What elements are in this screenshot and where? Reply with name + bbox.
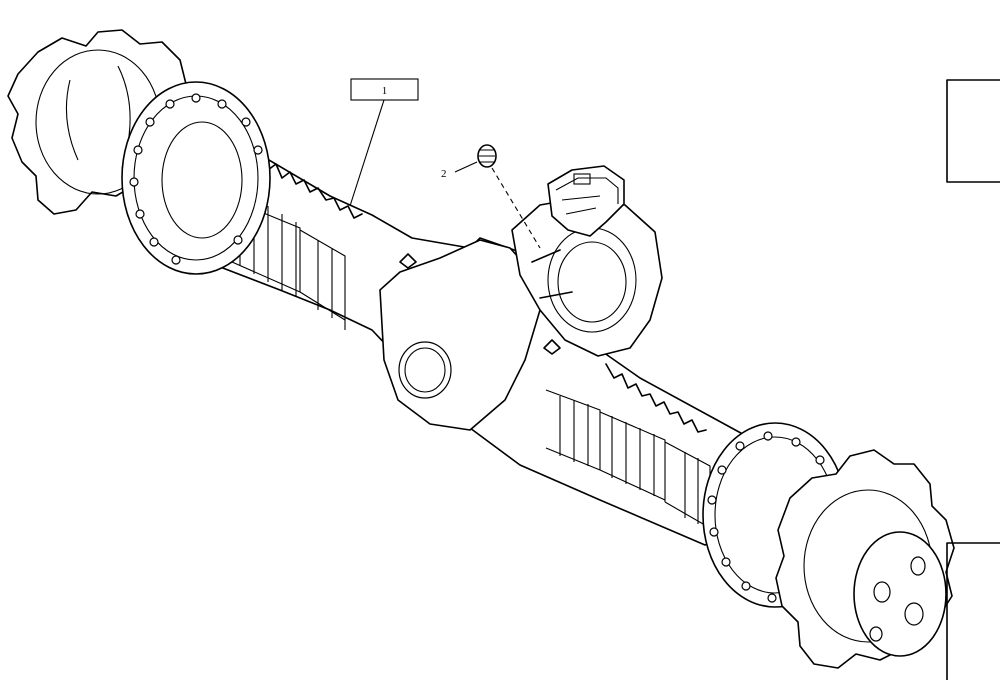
callout-2-leader [454,161,478,173]
callout-1-box [350,78,419,101]
right-wheel-hub [702,422,955,669]
differential-housing [379,239,541,431]
callout-2: 2 [441,144,541,249]
frame-box-bottom [946,542,1000,680]
callout-1-leader [349,99,385,207]
left-wheel-hub [7,29,271,275]
sensor-connector [547,165,625,237]
frame-box-top [946,79,1000,183]
callout-1: 1 [349,78,419,207]
fitting-icon [477,144,497,168]
callout-1-label: 1 [382,85,388,97]
fitting-dashed-leader [491,167,541,249]
callout-2-label: 2 [441,168,447,180]
